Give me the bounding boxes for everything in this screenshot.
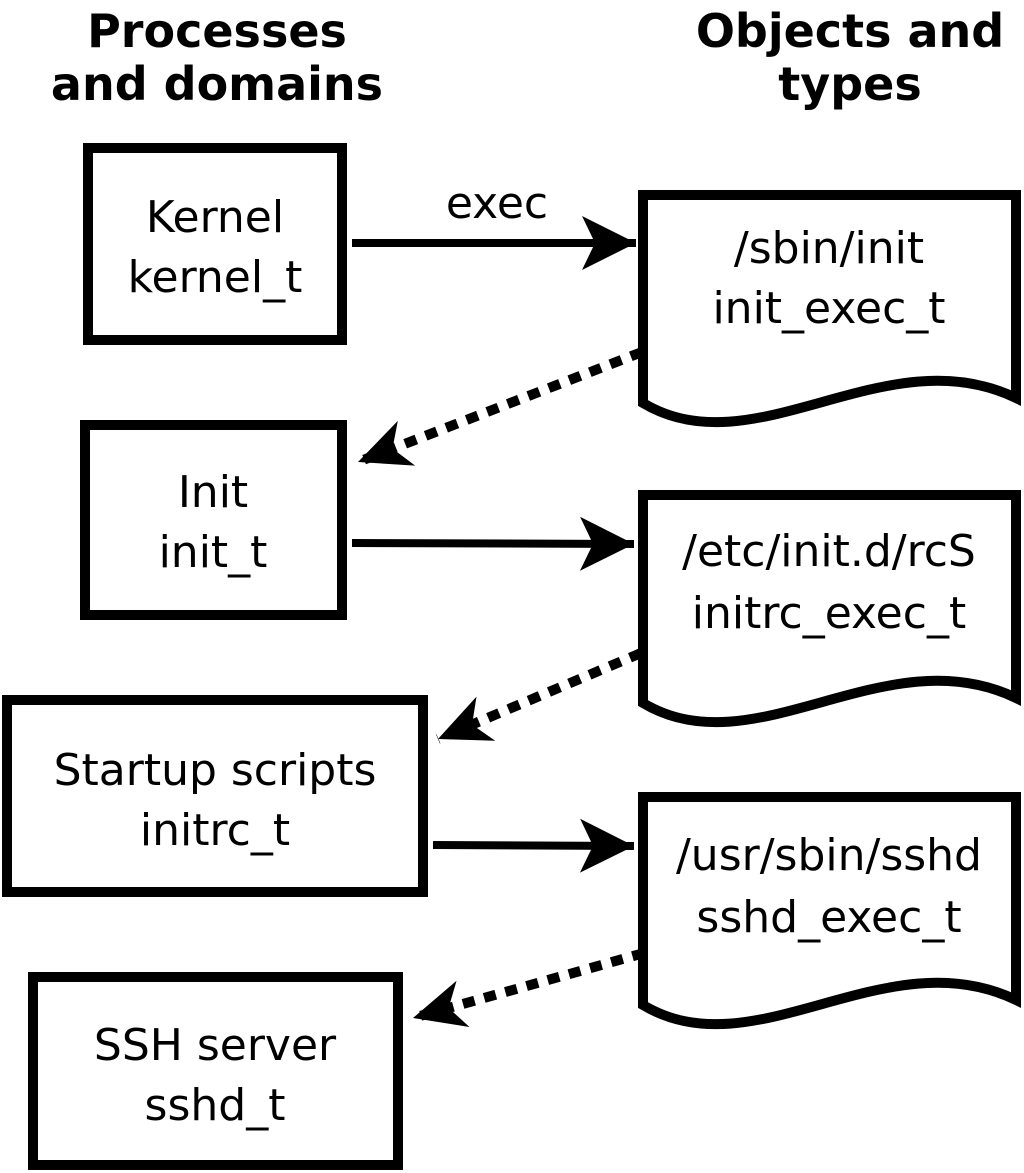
- exec-arrow-initrc-to-sshd: [432, 818, 635, 873]
- process-domain-init: init_t: [159, 527, 268, 578]
- exec-label: exec: [446, 178, 548, 229]
- object-doc-etc-init-rcS: [638, 490, 1021, 728]
- transition-arrow-rcS-to-initrc: [436, 648, 643, 744]
- process-box-kernel: [83, 143, 347, 345]
- object-type-etc-init-rcS: initrc_exec_t: [692, 588, 966, 639]
- object-doc-sbin-init: [638, 190, 1021, 428]
- object-path-usr-sbin-sshd: /usr/sbin/sshd: [676, 830, 982, 881]
- objects-header-line1: Objects and: [696, 4, 1004, 58]
- transition-arrow-sbin-init-to-init: [356, 347, 644, 467]
- process-box-init: [80, 420, 347, 620]
- process-box-startup-scripts: [2, 695, 428, 897]
- transition-arrow-sshd-exec-to-sshd: [411, 948, 646, 1028]
- process-box-ssh-server: [28, 972, 403, 1170]
- process-name-ssh-server: SSH server: [94, 1020, 337, 1071]
- object-path-sbin-init: /sbin/init: [734, 223, 924, 274]
- process-name-startup-scripts: Startup scripts: [54, 745, 377, 796]
- process-name-kernel: Kernel: [146, 192, 284, 243]
- processes-header-line2: and domains: [51, 57, 383, 111]
- object-type-sbin-init: init_exec_t: [712, 283, 945, 334]
- object-type-usr-sbin-sshd: sshd_exec_t: [696, 892, 961, 943]
- process-domain-ssh-server: sshd_t: [145, 1080, 286, 1131]
- process-name-init: Init: [178, 467, 248, 518]
- process-domain-kernel: kernel_t: [128, 252, 303, 303]
- processes-header-line1: Processes: [87, 4, 347, 58]
- object-doc-usr-sbin-sshd: [638, 792, 1021, 1030]
- object-path-etc-init-rcS: /etc/init.d/rcS: [682, 526, 976, 577]
- objects-header-line2: types: [778, 57, 921, 111]
- process-domain-startup-scripts: initrc_t: [140, 805, 290, 856]
- exec-arrow-init-to-rcS: [351, 516, 635, 571]
